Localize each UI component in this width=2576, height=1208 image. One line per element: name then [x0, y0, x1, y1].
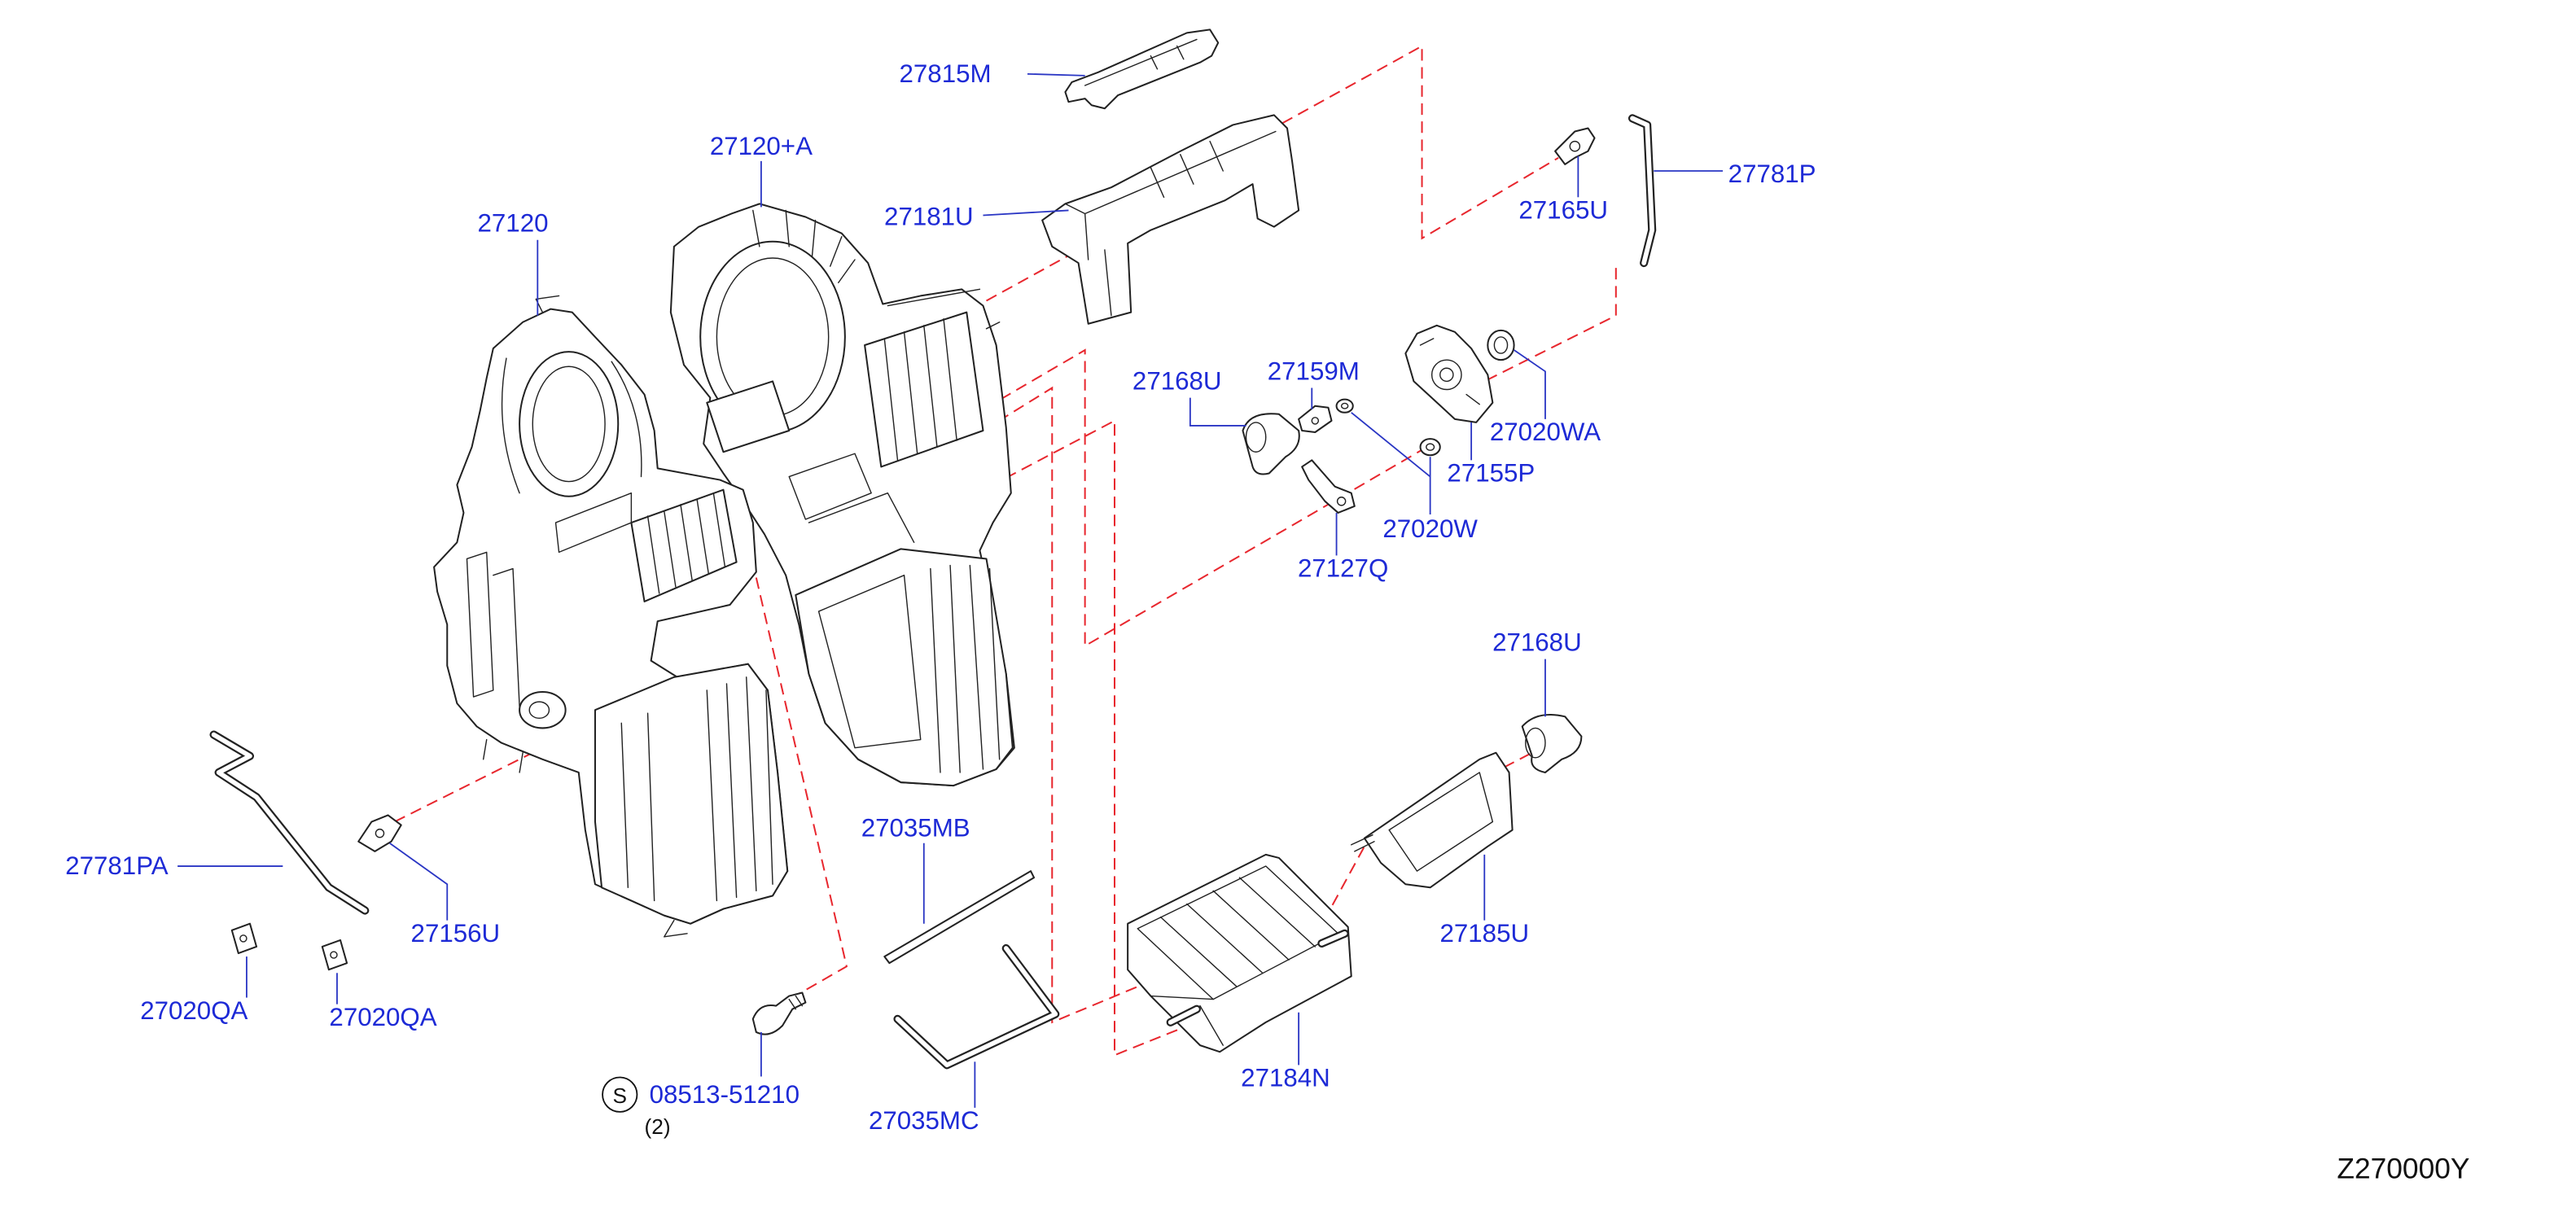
leader-line: [983, 209, 1069, 217]
leader-line: [1027, 72, 1085, 77]
link-cap-illustration: [1242, 413, 1300, 475]
screw-illustration: [751, 991, 807, 1035]
screw-quantity: (2): [645, 1114, 671, 1139]
heater-duct-illustration: [1351, 751, 1514, 889]
seal-pipe-illustration: [893, 943, 1060, 1070]
leader-lines: [177, 72, 1724, 1108]
door-lever-illustration: [1301, 459, 1356, 514]
heater-core-illustration: [1127, 853, 1352, 1053]
callout-label: 27020W: [1382, 514, 1478, 543]
assembly-guide-line: [985, 348, 1428, 648]
tube-clip-illustration: [357, 814, 402, 852]
callout-label: 27781P: [1728, 160, 1816, 188]
callout-label: 27020WA: [1490, 418, 1601, 446]
washer-illustration: [1419, 438, 1441, 457]
callout-label: 27035MC: [869, 1106, 979, 1135]
callout-label: 27165U: [1518, 196, 1608, 225]
callout-label: 27156U: [411, 919, 501, 948]
aspirator-tube-illustration: [209, 730, 370, 915]
leader-line: [1189, 397, 1246, 427]
callout-label: 27781PA: [65, 851, 169, 880]
callout-label: 27155P: [1447, 459, 1535, 488]
callout-label: 27120: [478, 209, 549, 238]
lever-link-illustration: [1298, 405, 1333, 434]
link-bracket-illustration: [1064, 28, 1220, 110]
hose-clip-illustration: [1554, 127, 1596, 165]
callout-label: 27184N: [1241, 1064, 1330, 1092]
actuator-illustration: [1404, 324, 1515, 423]
standard-part-symbol: [602, 1076, 638, 1113]
washer-hole: [1340, 402, 1349, 409]
assembly-guide-line: [1281, 44, 1559, 240]
clip-illustration: [321, 939, 348, 971]
assembly-guide-line: [1483, 268, 1617, 383]
hvac-case-right-illustration: [669, 203, 1015, 787]
callout-label: 27815M: [900, 59, 992, 88]
clip-illustration: [230, 922, 258, 955]
leader-line: [1351, 412, 1431, 514]
callout-label: 27168U: [1132, 367, 1222, 396]
washer-hole: [1426, 443, 1435, 451]
callout-label: 27120+A: [710, 132, 813, 160]
leader-line: [389, 843, 449, 921]
callout-label: 27020QA: [329, 1003, 436, 1031]
standard-part-callout: S 08513-51210 (2): [602, 1076, 800, 1139]
callout-label: 27185U: [1439, 919, 1529, 948]
callout-label: 27159M: [1268, 357, 1360, 385]
figure-code: Z270000Y: [2337, 1153, 2469, 1185]
seal-strip-illustration: [883, 870, 1036, 965]
link-cap-illustration: [1521, 714, 1583, 773]
assembly-guide-line: [747, 542, 848, 999]
hvac-case-left-illustration: [433, 295, 789, 938]
washer-illustration: [1335, 398, 1354, 414]
screw-part-number: 08513-51210: [650, 1080, 800, 1109]
callout-label: 27127Q: [1298, 554, 1388, 583]
standard-part-symbol-letter: S: [613, 1083, 627, 1108]
callout-labels: 27815M 27120+A 27181U 27120 27781P 27165…: [65, 59, 1816, 1135]
callout-label: 27181U: [884, 203, 974, 231]
assembly-guide-line: [982, 386, 1172, 1024]
aspirator-hose-illustration: [1628, 114, 1657, 268]
callout-label: 27020QA: [140, 996, 248, 1025]
callout-label: 27168U: [1492, 628, 1582, 657]
callout-label: 27035MB: [861, 814, 970, 843]
defroster-duct-illustration: [1041, 114, 1300, 325]
leader-line: [1514, 349, 1546, 419]
